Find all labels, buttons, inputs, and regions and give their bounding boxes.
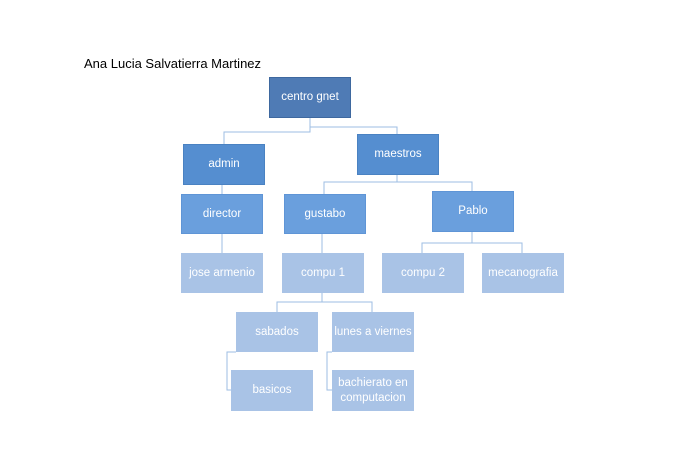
node-admin: admin <box>183 144 265 185</box>
node-lunes-a-viernes: lunes a viernes <box>332 312 414 352</box>
connector-root-maestros <box>309 118 398 134</box>
node-director: director <box>181 194 263 234</box>
connector-pablo-compu2 <box>421 232 473 253</box>
node-compu-2: compu 2 <box>382 253 464 293</box>
node-centro-gnet: centro gnet <box>269 77 351 118</box>
connector-lunes-bachierato <box>326 351 332 391</box>
node-gustabo: gustabo <box>284 194 366 234</box>
connector-root-admin <box>223 118 311 144</box>
node-sabados: sabados <box>236 312 318 352</box>
node-compu-1: compu 1 <box>282 253 364 293</box>
connector-sabados-basicos <box>226 351 236 391</box>
node-basicos: basicos <box>231 370 313 411</box>
node-jose-armenio: jose armenio <box>181 253 263 293</box>
connector-compu1-lunes <box>321 293 373 312</box>
connector-maestros-gustabo <box>323 175 398 194</box>
node-bachierato-en-computacion: bachierato en computacion <box>332 370 414 411</box>
author-name: Ana Lucia Salvatierra Martinez <box>84 56 262 71</box>
node-maestros: maestros <box>357 134 439 175</box>
connector-pablo-mecanografia <box>471 232 523 253</box>
connector-maestros-pablo <box>396 175 473 191</box>
connector-compu1-sabados <box>276 293 323 312</box>
node-pablo: Pablo <box>432 191 514 232</box>
node-mecanografia: mecanografia <box>482 253 564 293</box>
